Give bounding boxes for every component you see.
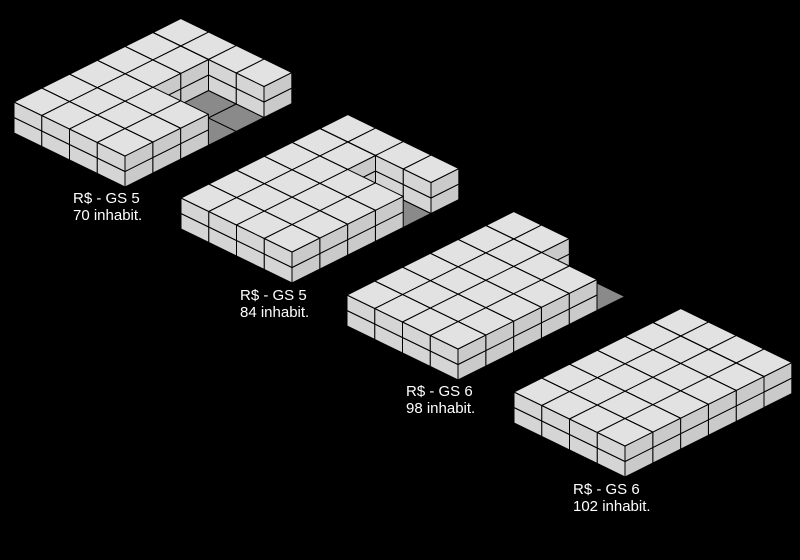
- roof-seam: [457, 321, 487, 336]
- roof-seam: [69, 73, 98, 89]
- variant-4-label: R$ - GS 6 102 inhabit.: [573, 481, 651, 515]
- roof-seam: [457, 293, 487, 309]
- roof-seam: [597, 404, 626, 420]
- roof-seam: [97, 59, 126, 75]
- roof-seam: [124, 73, 154, 88]
- roof-seam: [513, 293, 542, 308]
- roof-seam: [264, 210, 293, 226]
- variant-2-label: R$ - GS 5 84 inhabit.: [240, 287, 309, 321]
- roof-seam: [708, 349, 737, 364]
- variant-1-price-grade: R$ - GS 5: [73, 190, 140, 207]
- roof-seam: [319, 210, 348, 225]
- roof-seam: [652, 404, 681, 419]
- roof-seam: [652, 349, 681, 364]
- building-block-2: [180, 114, 460, 284]
- variant-3-price-grade: R$ - GS 6: [406, 383, 473, 400]
- variant-3-inhabitants: 98 inhabit.: [406, 400, 476, 417]
- building-block-1: [13, 18, 293, 188]
- roof-seam: [457, 266, 487, 281]
- roof-seam: [291, 169, 321, 184]
- roof-seam: [347, 141, 376, 156]
- roof-seam: [430, 280, 459, 295]
- block-roof: [402, 154, 460, 183]
- roof-seam: [624, 335, 654, 351]
- roof-seam: [264, 183, 293, 198]
- roof-seam: [319, 155, 348, 170]
- roof-seam: [208, 183, 237, 199]
- roof-seam: [652, 376, 681, 392]
- roof-seam: [319, 182, 348, 198]
- roof-seam: [402, 294, 431, 309]
- roof-seam: [152, 32, 182, 47]
- variant-3-label: R$ - GS 6 98 inhabit.: [406, 383, 475, 417]
- roof-seam: [69, 101, 98, 116]
- roof-seam: [624, 418, 654, 433]
- roof-seam: [652, 322, 682, 337]
- variant-4-inhabitants: 102 inhabit.: [573, 498, 651, 515]
- roof-seam: [152, 59, 181, 74]
- roof-seam: [264, 155, 293, 171]
- roof-seam: [41, 87, 70, 103]
- variant-1-label: R$ - GS 5 70 inhabit.: [73, 190, 142, 224]
- roof-seam: [402, 266, 431, 282]
- roof-seam: [291, 224, 321, 239]
- roof-seam: [457, 238, 487, 254]
- building-block-4: [513, 308, 793, 478]
- variant-2-price-grade: R$ - GS 5: [240, 287, 307, 304]
- roof-seam: [736, 362, 765, 377]
- roof-seam: [708, 376, 737, 391]
- roof-seam: [569, 363, 598, 379]
- roof-seam: [541, 377, 570, 393]
- roof-seam: [624, 390, 654, 406]
- roof-seam: [541, 279, 570, 294]
- roof-seam: [180, 45, 209, 60]
- block-roof: [235, 58, 293, 87]
- roof-seam: [485, 307, 514, 322]
- roof-seam: [124, 45, 154, 61]
- roof-seam: [236, 197, 265, 212]
- variant-4-price-grade: R$ - GS 6: [573, 481, 640, 498]
- roof-seam: [291, 196, 321, 212]
- roof-seam: [680, 362, 709, 378]
- roof-seam: [597, 349, 626, 365]
- roof-seam: [291, 141, 321, 157]
- roof-seam: [347, 196, 376, 211]
- roof-seam: [485, 279, 514, 295]
- roof-seam: [624, 363, 654, 378]
- roof-seam: [152, 114, 181, 129]
- roof-seam: [485, 252, 514, 267]
- roof-seam: [597, 377, 626, 392]
- roof-seam: [319, 128, 349, 143]
- variant-2-inhabitants: 84 inhabit.: [240, 304, 310, 321]
- roof-seam: [124, 128, 154, 143]
- roof-seam: [430, 307, 459, 323]
- roof-seam: [485, 225, 515, 240]
- roof-seam: [374, 280, 403, 296]
- roof-seam: [569, 391, 598, 406]
- roof-seam: [680, 335, 709, 350]
- roof-seam: [97, 114, 126, 130]
- roof-seam: [430, 252, 459, 268]
- building-block-3: [346, 211, 626, 381]
- variant-1-inhabitants: 70 inhabit.: [73, 207, 143, 224]
- roof-seam: [124, 100, 154, 116]
- roof-seam: [513, 238, 542, 253]
- roof-seam: [513, 265, 542, 281]
- roof-seam: [97, 87, 126, 102]
- roof-seam: [680, 390, 709, 405]
- roof-seam: [236, 169, 265, 185]
